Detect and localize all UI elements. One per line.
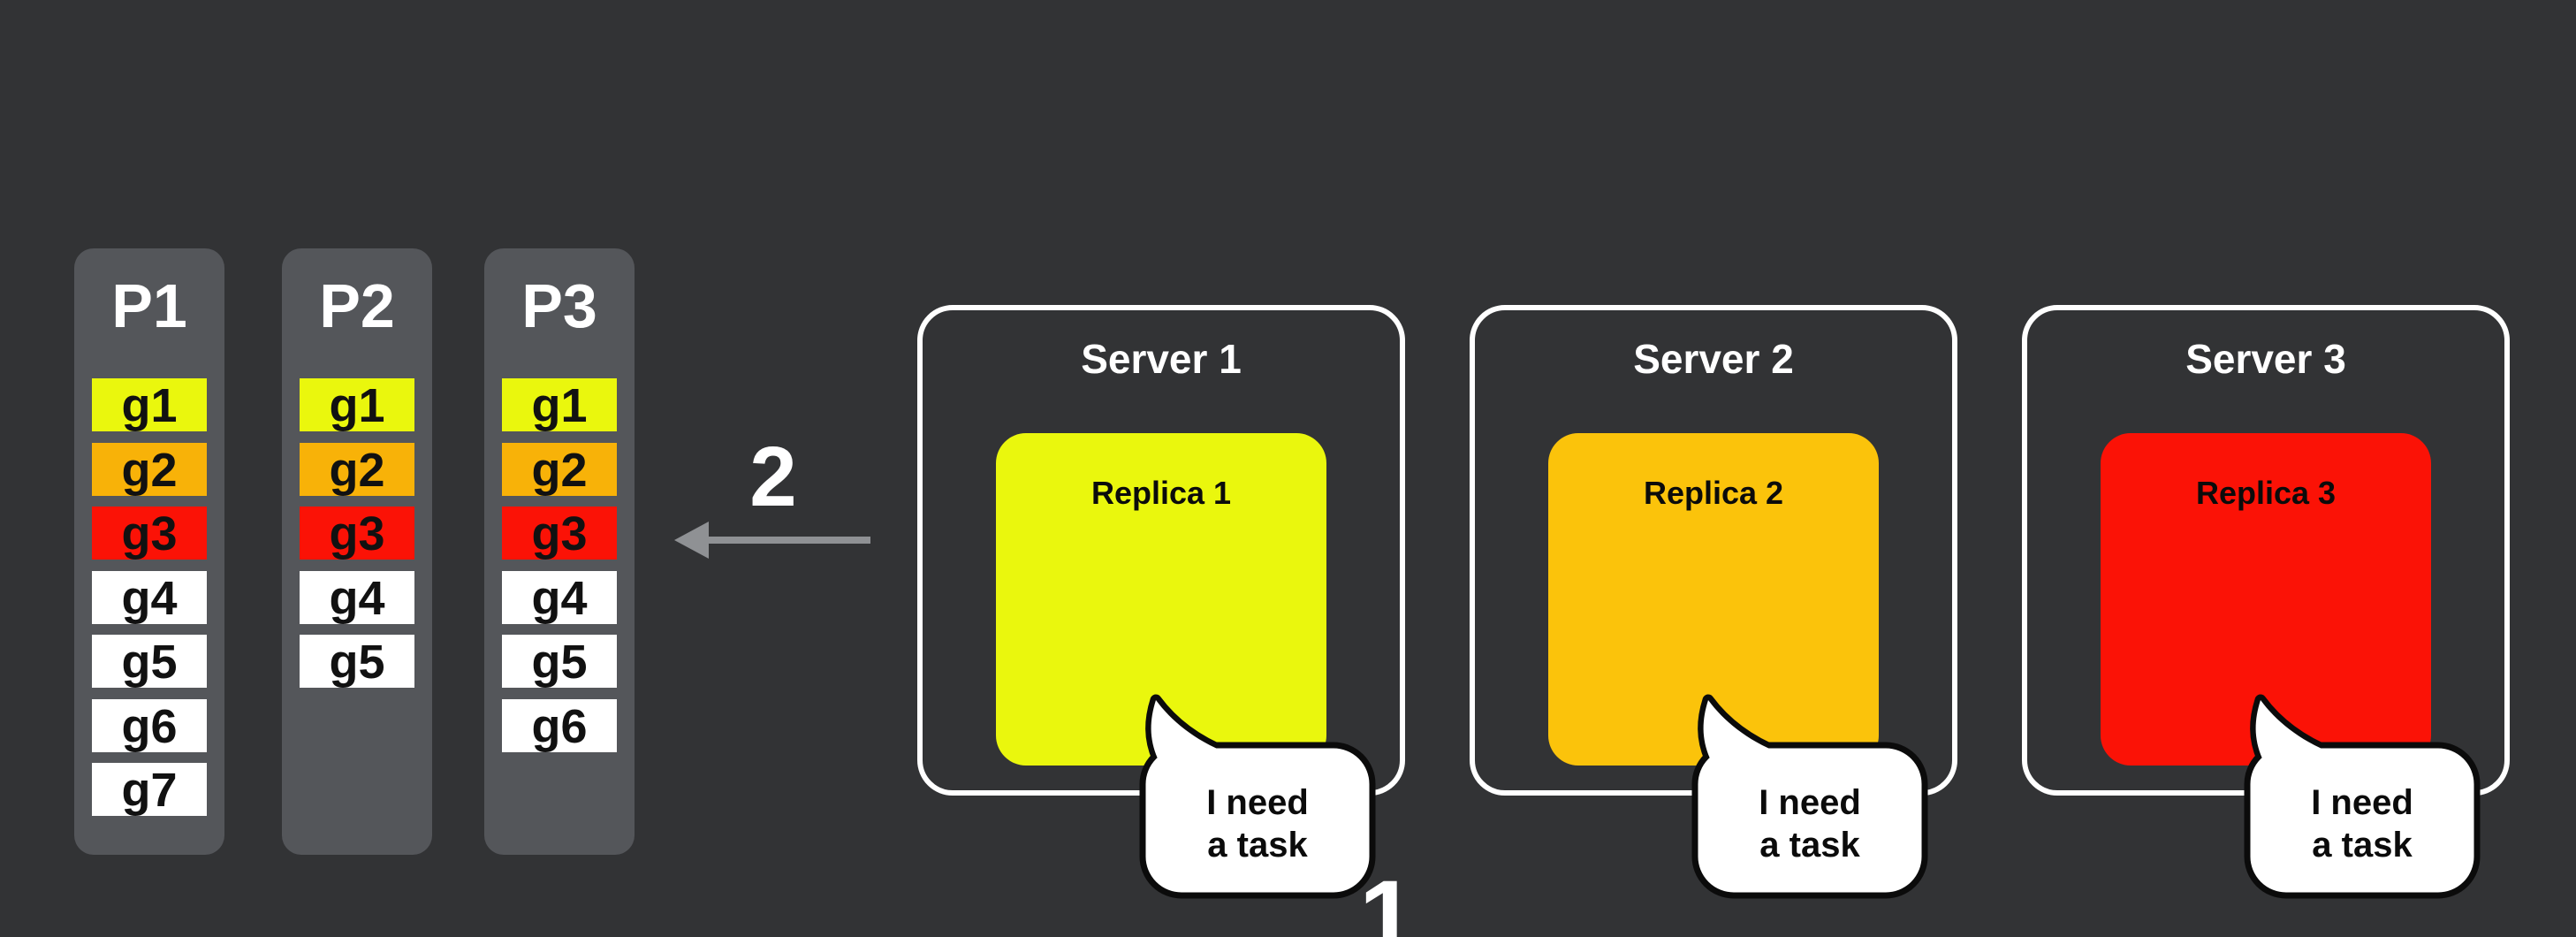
bubble-tail-fill [1703,700,1780,758]
task-chip: g5 [92,635,207,689]
task-chip: g5 [300,635,414,689]
bubble-text-line: I need [2311,783,2413,822]
server-title: Server 1 [1081,336,1242,382]
bubble-text-line: a task [2312,826,2413,865]
task-chip: g6 [502,698,617,753]
bubble-text-line: a task [1207,826,1308,865]
speech-bubble-1: I need a task [1139,694,1376,899]
task-list: g1 g2 g3 g4 g5 [300,378,414,689]
task-chip: g3 [92,507,207,560]
task-chip: g3 [300,507,414,560]
task-chip: g5 [502,635,617,689]
bubble-body [1139,742,1376,899]
task-list: g1 g2 g3 g4 g5 g6 [502,378,617,753]
task-chip: g2 [300,442,414,497]
partition-p3: P3 g1 g2 g3 g4 g5 g6 [484,248,635,855]
partition-label: P1 [111,271,187,340]
bubble-body [1691,742,1928,899]
step-1-label: 1 [1359,860,1416,937]
step-2-label: 2 [749,430,797,524]
speech-bubble-3: I need a task [2244,694,2481,899]
task-chip: g2 [92,442,207,497]
left-arrow-icon [674,522,870,559]
partition-p2: P2 g1 g2 g3 g4 g5 [282,248,432,855]
task-chip: g4 [300,570,414,625]
task-chip: g1 [300,378,414,432]
replica-label: Replica 2 [1643,475,1784,511]
task-chip: g7 [92,763,207,817]
replica-label: Replica 3 [2195,475,2337,511]
partition-p1: P1 g1 g2 g3 g4 g5 g6 g7 [74,248,224,855]
bubble-tail-fill [1151,700,1227,758]
task-chip: g2 [502,442,617,497]
bubble-body [2244,742,2481,899]
partition-label: P3 [521,271,597,340]
task-chip: g4 [92,570,207,625]
bubble-text-line: I need [1759,783,1861,822]
bubble-tail-fill [2255,700,2332,758]
speech-bubble-2: I need a task [1691,694,1928,899]
bubble-text-line: a task [1759,826,1860,865]
replica-label: Replica 1 [1090,475,1232,511]
server-title: Server 3 [2185,336,2346,382]
server-title: Server 2 [1633,336,1794,382]
task-chip: g1 [502,378,617,432]
task-list: g1 g2 g3 g4 g5 g6 g7 [92,378,207,817]
partition-label: P2 [319,271,395,340]
task-chip: g1 [92,378,207,432]
bubble-text-line: I need [1206,783,1309,822]
task-chip: g6 [92,698,207,753]
task-chip: g3 [502,507,617,560]
task-chip: g4 [502,570,617,625]
